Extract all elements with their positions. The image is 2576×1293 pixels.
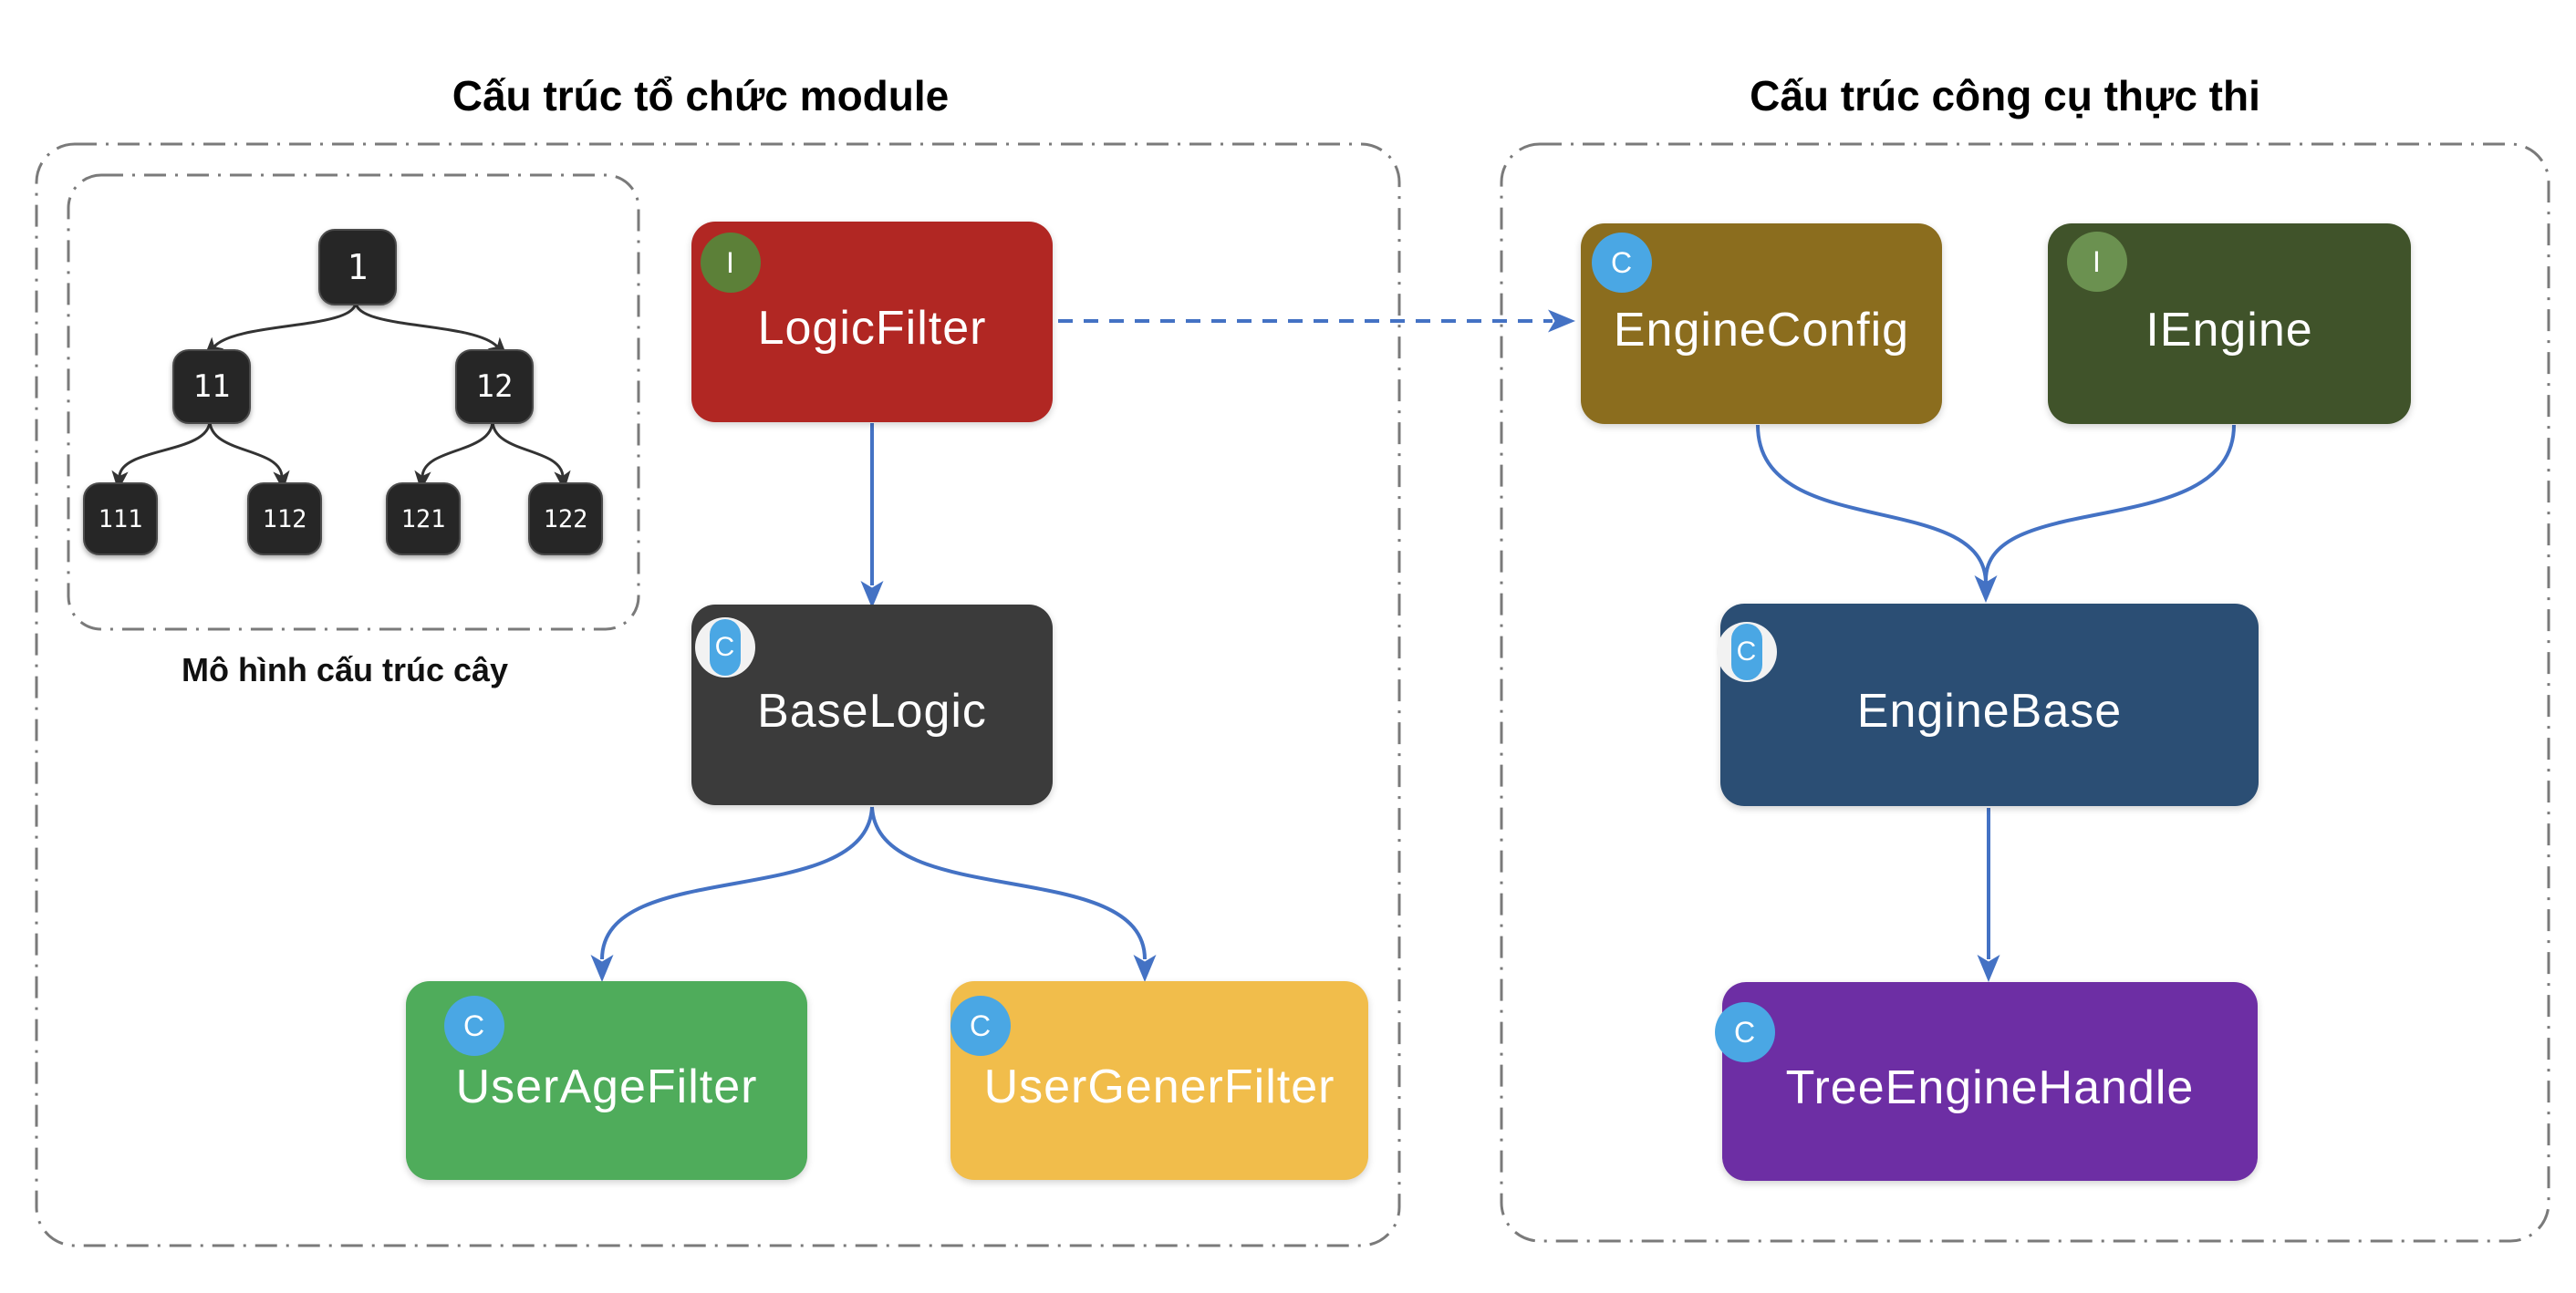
interface-badge-icon: I	[701, 233, 761, 293]
class-box-usergenerfilter: C UserGenerFilter	[950, 981, 1368, 1180]
tree-node-121: 121	[386, 482, 461, 555]
class-name-label: LogicFilter	[757, 302, 987, 355]
left-section-title: Cấu trúc tổ chức module	[452, 72, 950, 119]
tree-node-11: 11	[172, 349, 251, 424]
edge-engineconfig-enginebase	[1756, 424, 1988, 584]
class-name-label: EngineBase	[1856, 685, 2123, 738]
tree-model-caption: Mô hình cấu trúc cây	[181, 651, 509, 688]
class-badge-icon: C	[1592, 233, 1652, 293]
class-badge-icon: C	[950, 996, 1011, 1056]
class-badge-icon: C	[444, 996, 504, 1056]
class-box-enginebase: C EngineBase	[1717, 604, 2259, 806]
class-name-label: IEngine	[2145, 304, 2313, 357]
tree-edge-1-12	[354, 301, 508, 357]
class-box-baselogic: C BaseLogic	[691, 605, 1053, 805]
tree-node-1: 1	[318, 229, 397, 305]
edge-baselogic-useragefilter	[590, 806, 874, 982]
tree-node-12: 12	[455, 349, 534, 424]
tree-node-122: 122	[528, 482, 603, 555]
class-box-engineconfig: C EngineConfig	[1581, 223, 1942, 424]
class-name-label: TreeEngineHandle	[1785, 1061, 2195, 1114]
class-name-label: EngineConfig	[1613, 304, 1910, 357]
tree-node-111: 111	[83, 482, 158, 555]
tree-edge-11-112	[208, 419, 290, 491]
class-box-iengine: I IEngine	[2048, 223, 2411, 424]
tree-edge-1-11	[203, 301, 358, 357]
edge-iengine-enginebase	[1974, 424, 2236, 603]
tree-edge-12-121	[414, 419, 494, 491]
class-name-label: BaseLogic	[757, 685, 987, 738]
right-group-container	[1500, 142, 2550, 1243]
class-badge-letter: C	[1731, 624, 1762, 680]
class-name-label: UserAgeFilter	[455, 1060, 758, 1113]
class-badge-icon: C	[1717, 622, 1777, 682]
right-section-title: Cấu trúc công cụ thực thi	[1750, 72, 2260, 119]
class-name-label: UserGenerFilter	[983, 1060, 1335, 1113]
class-badge-icon: C	[1715, 1002, 1775, 1062]
tree-node-112: 112	[247, 482, 322, 555]
class-badge-icon: C	[695, 617, 755, 678]
class-box-logicfilter: I LogicFilter	[691, 222, 1053, 422]
class-badge-letter: C	[710, 619, 741, 676]
edge-baselogic-usergenerfilter	[870, 806, 1157, 982]
tree-model-container	[67, 173, 640, 631]
tree-edge-12-122	[491, 419, 571, 491]
class-box-useragefilter: C UserAgeFilter	[406, 981, 807, 1180]
left-group-container	[35, 142, 1401, 1247]
tree-edge-11-111	[111, 419, 212, 491]
interface-badge-icon: I	[2067, 232, 2127, 292]
class-box-treeenginehandle: C TreeEngineHandle	[1715, 982, 2258, 1181]
